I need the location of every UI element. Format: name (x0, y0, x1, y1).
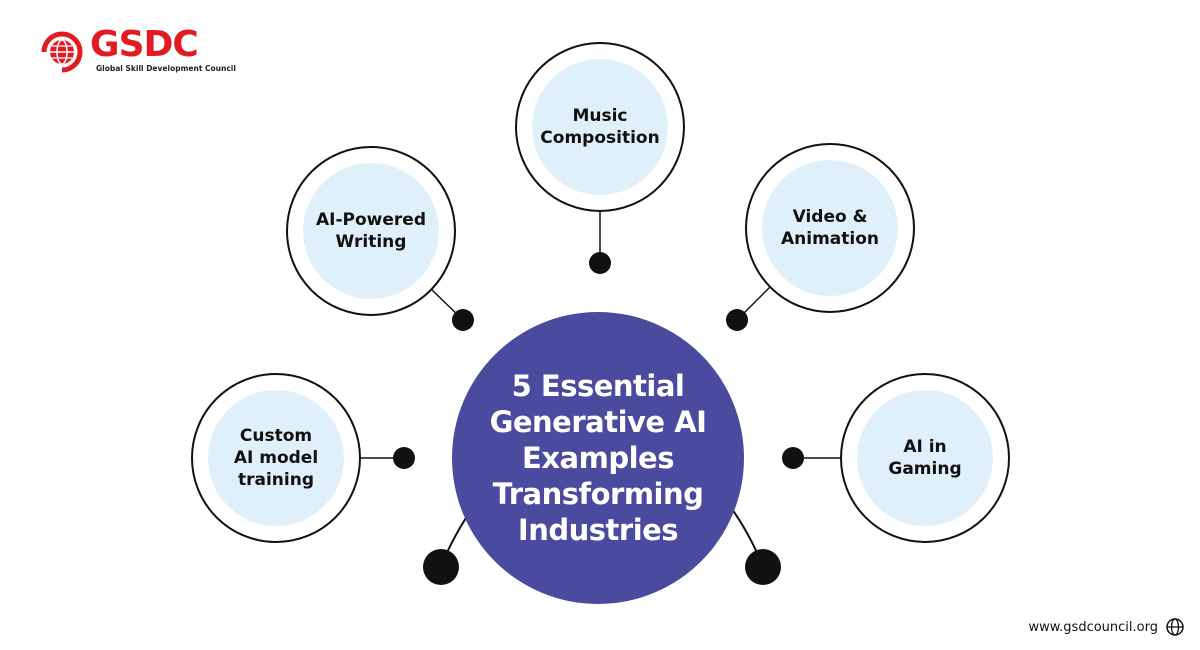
node-label-ai-in-gaming: AI in Gaming (850, 436, 1000, 480)
node-label-line: AI model (233, 448, 319, 468)
gsdc-logo: GSDC Global Skill Development Council (38, 24, 236, 76)
logo-letter-g: G (90, 24, 120, 65)
globe-icon (41, 31, 83, 73)
junction-dot-custom-ai-model-training (393, 447, 415, 469)
center-title-line: Generative AI (489, 405, 707, 439)
center-title-line: Transforming (492, 477, 704, 511)
center-title-line: Industries (517, 513, 679, 547)
node-label-custom-ai-model-training: Custom AI model training (201, 425, 351, 491)
arc-end-dot-left (423, 549, 459, 585)
footer: www.gsdcouncil.org (1028, 618, 1184, 636)
junction-dot-video-animation (726, 309, 748, 331)
node-custom-ai-model-training (191, 373, 361, 543)
junction-dot-ai-powered-writing (452, 309, 474, 331)
node-label-line: Video & (792, 207, 868, 227)
node-label-line: training (237, 470, 314, 490)
node-ai-powered-writing (286, 146, 456, 316)
globe-icon (1166, 618, 1184, 636)
node-label-ai-powered-writing: AI-Powered Writing (296, 209, 446, 253)
junction-dot-ai-in-gaming (782, 447, 804, 469)
node-label-line: AI-Powered (316, 210, 426, 230)
node-video-animation (745, 143, 915, 313)
node-label-video-animation: Video & Animation (755, 206, 905, 250)
logo-subtitle: Global Skill Development Council (96, 64, 236, 73)
node-label-line: Writing (335, 232, 407, 252)
center-title: 5 Essential Generative AI Examples Trans… (458, 368, 738, 548)
junction-dot-music-composition (589, 252, 611, 274)
node-music-composition (515, 42, 685, 212)
center-title-line: 5 Essential (511, 369, 685, 403)
center-title-line: Examples (522, 441, 674, 475)
node-label-music-composition: Music Composition (525, 105, 675, 149)
center-circle (452, 312, 744, 604)
node-label-line: Gaming (888, 459, 962, 479)
logo-wordmark: GSDC (90, 24, 199, 66)
logo-letters-sdc: SDC (118, 24, 199, 65)
node-ai-in-gaming (840, 373, 1010, 543)
node-label-line: Custom (239, 426, 313, 446)
node-label-line: Composition (540, 128, 660, 148)
footer-url[interactable]: www.gsdcouncil.org (1028, 619, 1158, 635)
node-label-line: AI in (903, 437, 947, 457)
node-label-line: Music (572, 106, 628, 126)
node-label-line: Animation (780, 229, 879, 249)
arc-end-dot-right (745, 549, 781, 585)
